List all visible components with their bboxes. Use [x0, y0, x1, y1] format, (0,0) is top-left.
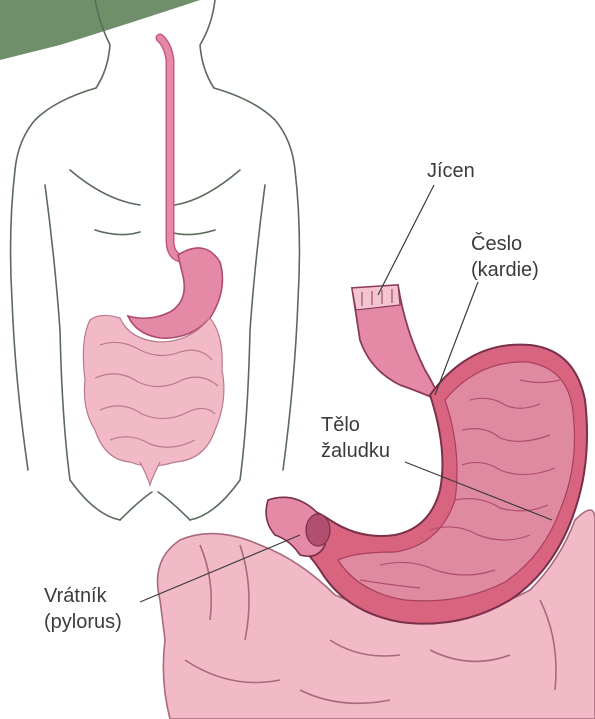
pylorus-opening [306, 514, 330, 546]
label-body-line1: Tělo [321, 412, 390, 438]
label-pylorus-line1: Vrátník [44, 583, 122, 609]
label-pylorus-line2: (pylorus) [44, 609, 122, 635]
leader-esophagus [378, 185, 434, 295]
label-cardia-line1: Česlo [471, 231, 539, 257]
label-pylorus: Vrátník (pylorus) [44, 583, 122, 635]
label-cardia: Česlo (kardie) [471, 231, 539, 283]
label-stomach-body: Tělo žaludku [321, 412, 390, 464]
label-esophagus: Jícen [427, 158, 475, 184]
label-cardia-line2: (kardie) [471, 257, 539, 283]
label-body-line2: žaludku [321, 438, 390, 464]
label-esophagus-text: Jícen [427, 158, 475, 184]
small-intestines [83, 315, 224, 485]
